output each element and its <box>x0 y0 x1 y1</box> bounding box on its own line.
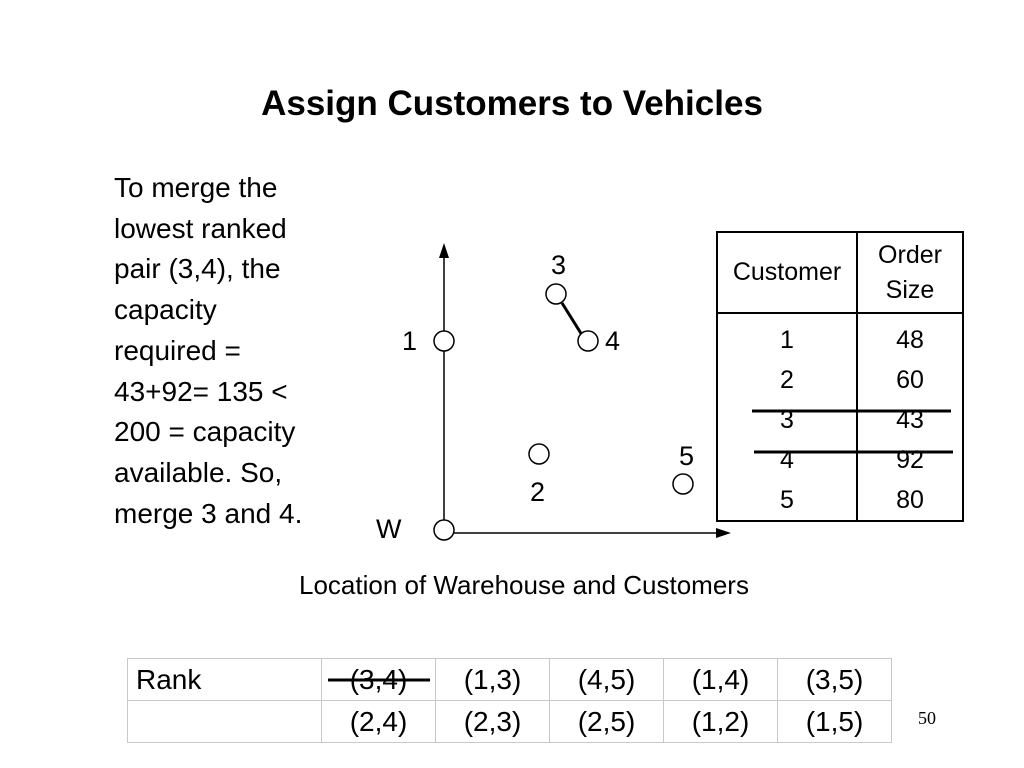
table-row: 1 48 <box>717 313 963 360</box>
explanation-line: capacity <box>114 294 217 326</box>
rank-table: Rank (3,4) (1,3) (4,5) (1,4) (3,5) (2,4)… <box>127 658 892 743</box>
explanation-line: To merge the <box>114 172 278 203</box>
rank-row: Rank (3,4) (1,3) (4,5) (1,4) (3,5) <box>127 658 892 701</box>
explanation-line: merge 3 and 4. <box>114 497 303 529</box>
customer-id: 5 <box>717 480 858 521</box>
order-size: 60 <box>896 365 924 394</box>
customer-label-4: 4 <box>605 326 621 356</box>
explanation-line: 200 = capacity <box>114 416 296 448</box>
customer-id: 3 <box>717 400 858 440</box>
order-size: 43 <box>896 405 924 434</box>
customer-node-2 <box>528 443 550 465</box>
customer-node-4 <box>577 330 599 352</box>
table-row: 3 43 <box>717 400 963 440</box>
table-row: 2 60 <box>717 360 963 400</box>
rank-pair: (1,2) <box>663 700 778 743</box>
customer-node-5 <box>672 473 694 495</box>
header-customer: Customer <box>717 232 858 314</box>
explanation-line: lowest ranked <box>114 212 287 244</box>
warehouse-node <box>433 519 455 541</box>
rank-row: (2,4) (2,3) (2,5) (1,2) (1,5) <box>127 700 892 743</box>
rank-pair: (1,5) <box>777 700 892 743</box>
explanation-line: required = <box>114 334 241 366</box>
order-size: 80 <box>896 485 924 514</box>
customer-label-3: 3 <box>551 250 567 280</box>
order-size-table: Customer Order Size 1 48 2 60 3 43 4 92 … <box>716 231 964 522</box>
rank-pair: (2,5) <box>549 700 664 743</box>
customer-node-1 <box>433 330 455 352</box>
table-row: 4 92 <box>717 440 963 480</box>
y-axis-arrowhead <box>439 243 449 258</box>
rank-pair: (1,3) <box>435 658 550 701</box>
explanation-text: To merge the lowest ranked pair (3,4), t… <box>114 168 354 534</box>
order-size: 48 <box>896 325 924 354</box>
rank-pair: (4,5) <box>549 658 664 701</box>
rank-empty-cell <box>127 700 322 743</box>
explanation-line: pair (3,4), the <box>114 253 281 285</box>
customer-label-2: 2 <box>530 477 546 507</box>
slide-title: Assign Customers to Vehicles <box>261 84 763 123</box>
table-header-row: Customer Order Size <box>717 232 963 314</box>
explanation-line: 43+92= 135 < <box>114 375 288 407</box>
x-axis-arrowhead <box>716 528 731 538</box>
customer-label-1: 1 <box>402 326 418 356</box>
rank-pair: (2,3) <box>435 700 550 743</box>
header-order-size: Order Size <box>857 232 963 314</box>
explanation-line: available. So, <box>114 456 283 488</box>
rank-label: Rank <box>127 658 322 701</box>
rank-pair: (3,5) <box>777 658 892 701</box>
customer-node-3 <box>545 283 567 305</box>
order-size: 92 <box>896 445 924 474</box>
table-row: 5 80 <box>717 480 963 521</box>
route-link-3-4 <box>560 302 584 336</box>
diagram-caption: Location of Warehouse and Customers <box>299 570 749 600</box>
warehouse-label: W <box>376 514 402 544</box>
customer-label-5: 5 <box>679 441 695 471</box>
customer-id: 4 <box>717 440 858 480</box>
page-number: 50 <box>918 708 936 728</box>
rank-pair: (2,4) <box>321 700 436 743</box>
customer-id: 1 <box>717 313 858 360</box>
rank-pair: (3,4) <box>321 658 436 701</box>
customer-id: 2 <box>717 360 858 400</box>
rank-pair: (1,4) <box>663 658 778 701</box>
